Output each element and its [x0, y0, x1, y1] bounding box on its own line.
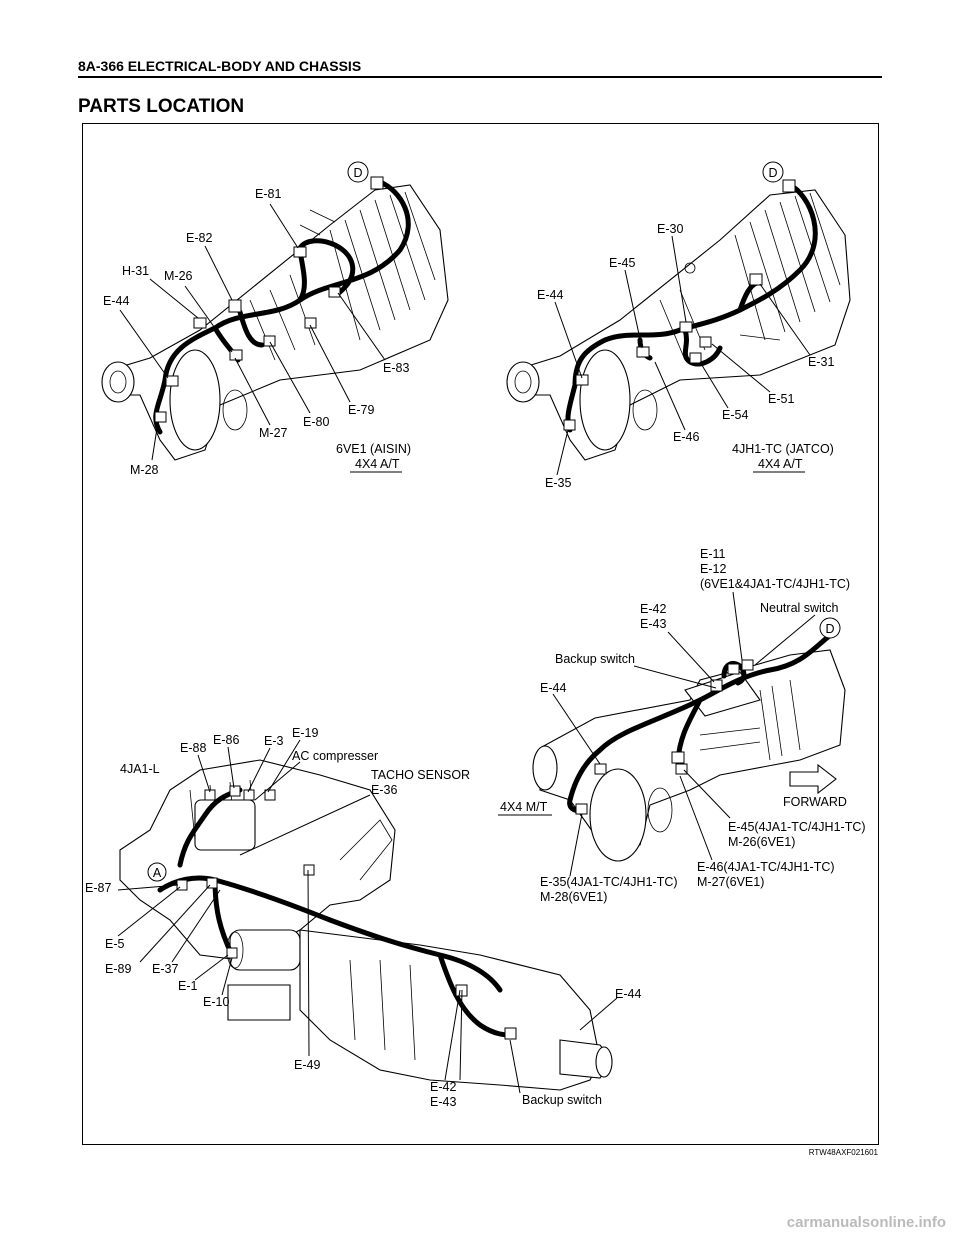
aisin-transmission: 4X4 A/T: [355, 457, 400, 471]
label-e82: E-82: [186, 231, 212, 245]
label-manual-e43: E-43: [640, 617, 666, 631]
label-jatco-e44: E-44: [537, 288, 563, 302]
aisin-leaders: [119, 203, 386, 461]
label-e5: E-5: [105, 937, 125, 951]
label-e11-note: (6VE1&4JA1-TC/4JH1-TC): [700, 577, 850, 591]
label-manual-backup-switch: Backup switch: [555, 652, 635, 666]
aisin-connectors: [154, 176, 384, 423]
label-e11: E-11: [700, 547, 726, 561]
aisin-transmission-drawing: [101, 184, 449, 461]
manual-transmission-drawing: [532, 649, 846, 862]
label-e37: E-37: [152, 962, 178, 976]
label-e35: E-35: [545, 476, 571, 490]
label-e44: E-44: [103, 294, 129, 308]
view-jatco: D E-30 E-45 E-44 E-31 E-51 E-54 E-46 E-3…: [506, 161, 851, 490]
view-manual: D E-11 E-12 (6VE1&4JA1-TC/4JH1-TC) E-42 …: [498, 547, 866, 904]
aisin-harness: [153, 179, 411, 435]
figure-frame: [82, 123, 879, 1145]
label-engine-e44: E-44: [615, 987, 641, 1001]
jatco-marker-circle: [762, 161, 784, 183]
label-e46: E-46: [673, 430, 699, 444]
engine-harness: [157, 787, 515, 1038]
label-e81: E-81: [255, 187, 281, 201]
label-manual-e46: E-46(4JA1-TC/4JH1-TC): [697, 860, 835, 874]
jatco-labels: E-30 E-45 E-44 E-31 E-51 E-54 E-46 E-35 …: [537, 222, 834, 490]
label-e36: E-36: [371, 783, 397, 797]
engine-variant: 4JA1-L: [120, 762, 160, 776]
label-e31: E-31: [808, 355, 834, 369]
manual-connectors: [575, 659, 754, 815]
label-e30: E-30: [657, 222, 683, 236]
label-e1: E-1: [178, 979, 198, 993]
page-header: 8A-366 ELECTRICAL-BODY AND CHASSIS: [78, 58, 362, 74]
label-e83: E-83: [383, 361, 409, 375]
label-neutral-switch: Neutral switch: [760, 601, 839, 615]
label-e88: E-88: [180, 741, 206, 755]
engine-labels: 4JA1-L E-88 E-86 E-3 E-19 AC compresser …: [85, 726, 641, 1109]
label-e80: E-80: [303, 415, 329, 429]
label-e79: E-79: [348, 403, 374, 417]
label-manual-m27: M-27(6VE1): [697, 875, 764, 889]
section-title: PARTS LOCATION: [78, 96, 245, 117]
engine-leaders: [117, 739, 618, 1094]
manual-leaders: [552, 591, 816, 877]
label-m28: M-28: [130, 463, 159, 477]
label-e49: E-49: [294, 1058, 320, 1072]
jatco-variant: 4JH1-TC (JATCO): [732, 442, 834, 456]
label-e51: E-51: [768, 392, 794, 406]
footer-watermark: carmanualsonline.info: [786, 1214, 946, 1231]
aisin-marker-circle: [347, 161, 369, 183]
manual-marker: D: [825, 622, 834, 636]
label-engine-e42: E-42: [430, 1080, 456, 1094]
engine-marker-circle: [147, 862, 167, 882]
label-manual-e44: E-44: [540, 681, 566, 695]
label-e86: E-86: [213, 733, 239, 747]
label-e12: E-12: [700, 562, 726, 576]
label-m26: M-26: [164, 269, 193, 283]
label-manual-m26: M-26(6VE1): [728, 835, 795, 849]
view-aisin: D E-81 E-82 H-31 M-26 E-44 E-83 E-79 E-8…: [101, 161, 449, 477]
forward-arrow-icon: [789, 763, 837, 795]
jatco-transmission: 4X4 A/T: [758, 457, 803, 471]
aisin-labels: E-81 E-82 H-31 M-26 E-44 E-83 E-79 E-80 …: [103, 187, 411, 477]
view-engine: A 4JA1-L E-88 E-86 E-3 E-19 AC: [85, 726, 641, 1109]
label-manual-e35: E-35(4JA1-TC/4JH1-TC): [540, 875, 678, 889]
manual-transmission: 4X4 M/T: [500, 800, 548, 814]
label-manual-m28: M-28(6VE1): [540, 890, 607, 904]
label-manual-e45: E-45(4JA1-TC/4JH1-TC): [728, 820, 866, 834]
label-e3: E-3: [264, 734, 284, 748]
manual-marker-circle: [819, 617, 841, 639]
label-e10: E-10: [203, 995, 229, 1009]
manual-labels: E-11 E-12 (6VE1&4JA1-TC/4JH1-TC) E-42 E-…: [498, 547, 866, 904]
label-e89: E-89: [105, 962, 131, 976]
label-ac-compresser: AC compresser: [292, 749, 378, 763]
label-e87: E-87: [85, 881, 111, 895]
jatco-leaders: [554, 235, 811, 476]
label-e45: E-45: [609, 256, 635, 270]
label-h31: H-31: [122, 264, 149, 278]
aisin-marker: D: [353, 166, 362, 180]
jatco-marker: D: [768, 166, 777, 180]
label-engine-e43: E-43: [430, 1095, 456, 1109]
label-engine-backup-switch: Backup switch: [522, 1093, 602, 1107]
engine-marker: A: [153, 866, 162, 880]
engine-drawing: [119, 759, 613, 1091]
label-forward: FORWARD: [783, 795, 847, 809]
aisin-variant: 6VE1 (AISIN): [336, 442, 411, 456]
header-rule: [78, 76, 882, 78]
label-m27: M-27: [259, 426, 288, 440]
label-e54: E-54: [722, 408, 748, 422]
jatco-connectors: [563, 179, 796, 431]
label-tacho-sensor: TACHO SENSOR: [371, 768, 470, 782]
label-manual-e42: E-42: [640, 602, 666, 616]
figure-code: RTW48AXF021601: [808, 1148, 878, 1157]
label-e19: E-19: [292, 726, 318, 740]
